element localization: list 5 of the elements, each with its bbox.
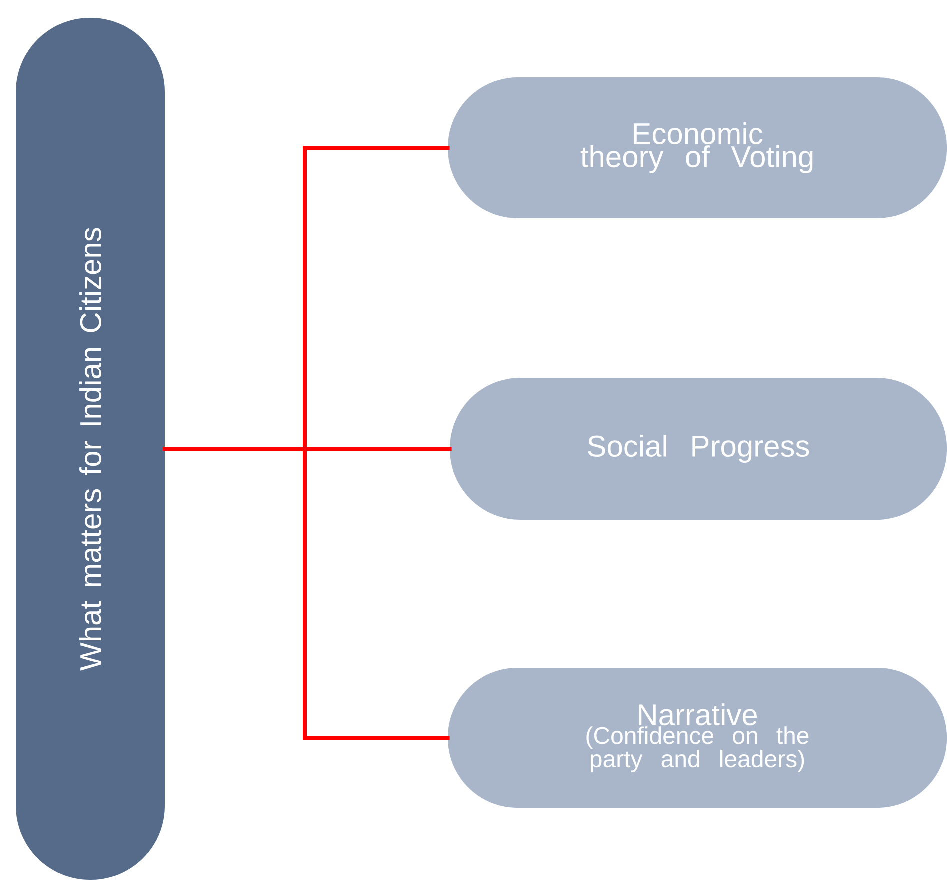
connector-line (163, 447, 450, 740)
topic-pill: Economic theory of Voting (448, 78, 947, 218)
topic-pill: Narrative (Confidence on the party and leaders) (448, 668, 947, 808)
title-bar: What matters for Indian Citizens (16, 18, 165, 880)
topic-pill: Social Progress (450, 378, 947, 520)
